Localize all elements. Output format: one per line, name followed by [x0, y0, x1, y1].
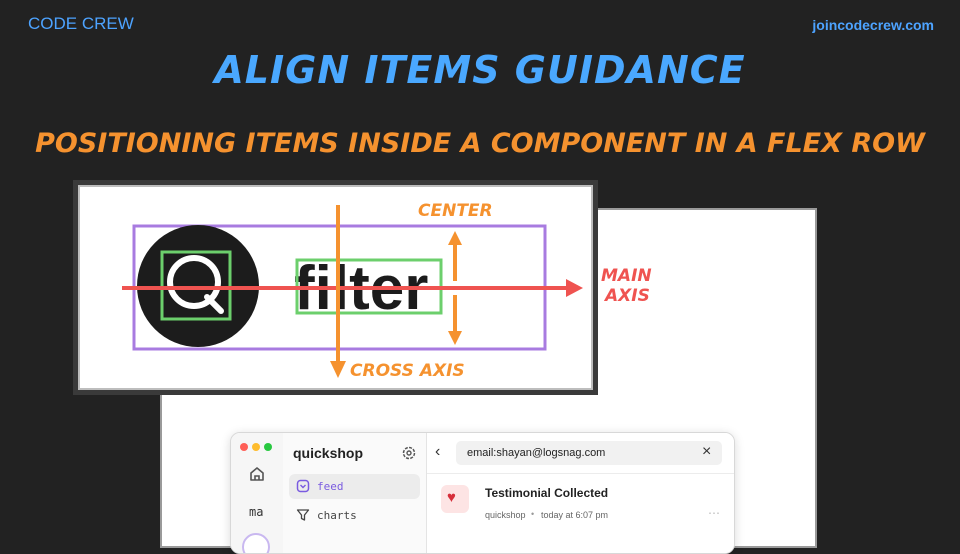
app-window: ma quickshop feed charts ‹ email:shayan@…: [230, 432, 735, 554]
diagram-canvas: filter CENTER: [122, 201, 583, 378]
brand-logo-text: CODE CREW: [28, 14, 134, 33]
event-separator: •: [531, 509, 535, 519]
close-icon[interactable]: ×: [702, 443, 712, 460]
event-time: today at 6:07 pm: [541, 510, 609, 520]
home-icon[interactable]: [248, 465, 266, 483]
window-maximize-dot[interactable]: [264, 443, 272, 451]
event-icon-tile: ♥: [441, 485, 469, 513]
sidebar-item-label: charts: [317, 509, 357, 522]
event-project: quickshop: [485, 510, 526, 520]
slide-title: ALIGN ITEMS GUIDANCE: [214, 48, 746, 92]
heart-icon: ♥: [447, 489, 456, 506]
back-chevron-icon[interactable]: ‹: [435, 443, 441, 460]
search-input[interactable]: email:shayan@logsnag.com: [456, 441, 722, 465]
slide-subtitle: POSITIONING ITEMS INSIDE A COMPONENT IN …: [35, 128, 925, 159]
sidebar-item-label: feed: [317, 480, 344, 493]
search-input-value: email:shayan@logsnag.com: [467, 447, 606, 459]
sidebar-item-feed[interactable]: feed: [289, 474, 420, 499]
sidebar-item-charts[interactable]: charts: [289, 503, 420, 528]
gear-icon[interactable]: [401, 445, 417, 461]
app-sidebar: quickshop feed charts: [283, 433, 427, 553]
main-axis-arrowhead: [566, 279, 583, 297]
more-options-icon[interactable]: ⋯: [708, 506, 720, 520]
inbox-icon: [296, 479, 310, 493]
app-rail: ma: [231, 433, 284, 553]
avatar[interactable]: [242, 533, 270, 553]
magnifier-ring: [167, 255, 221, 309]
center-label: CENTER: [418, 201, 493, 221]
center-arrowhead-down: [448, 331, 462, 345]
window-minimize-dot[interactable]: [252, 443, 260, 451]
event-title: Testimonial Collected: [485, 486, 609, 500]
flex-diagram: filter CENTER: [73, 180, 598, 395]
magnifier-handle: [204, 294, 224, 314]
site-url: joincodecrew.com: [812, 17, 934, 33]
workspace-name: quickshop: [293, 445, 364, 461]
filter-icon: [296, 509, 310, 521]
divider: [427, 473, 734, 474]
cross-axis-arrowhead: [330, 361, 346, 378]
window-close-dot[interactable]: [240, 443, 248, 451]
icon-item-outline: [160, 250, 232, 321]
center-arrowhead-up: [448, 231, 462, 245]
rail-workspace-label[interactable]: ma: [249, 505, 264, 519]
app-main: ‹ email:shayan@logsnag.com × ♥ Testimoni…: [427, 433, 734, 553]
